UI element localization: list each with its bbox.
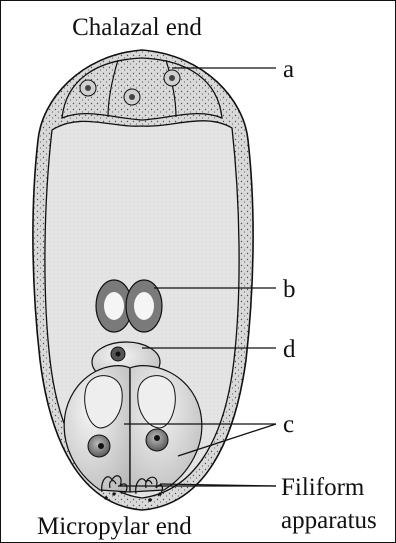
label-apparatus: apparatus <box>281 507 377 534</box>
label-micropylar-end: Micropylar end <box>37 513 192 540</box>
label-chalazal-end: Chalazal end <box>72 14 202 41</box>
label-a: a <box>283 56 294 83</box>
label-c: c <box>283 411 294 438</box>
label-filiform: Filiform <box>281 474 365 501</box>
label-b: b <box>283 276 296 303</box>
synergids <box>64 366 202 492</box>
label-d: d <box>283 336 296 363</box>
